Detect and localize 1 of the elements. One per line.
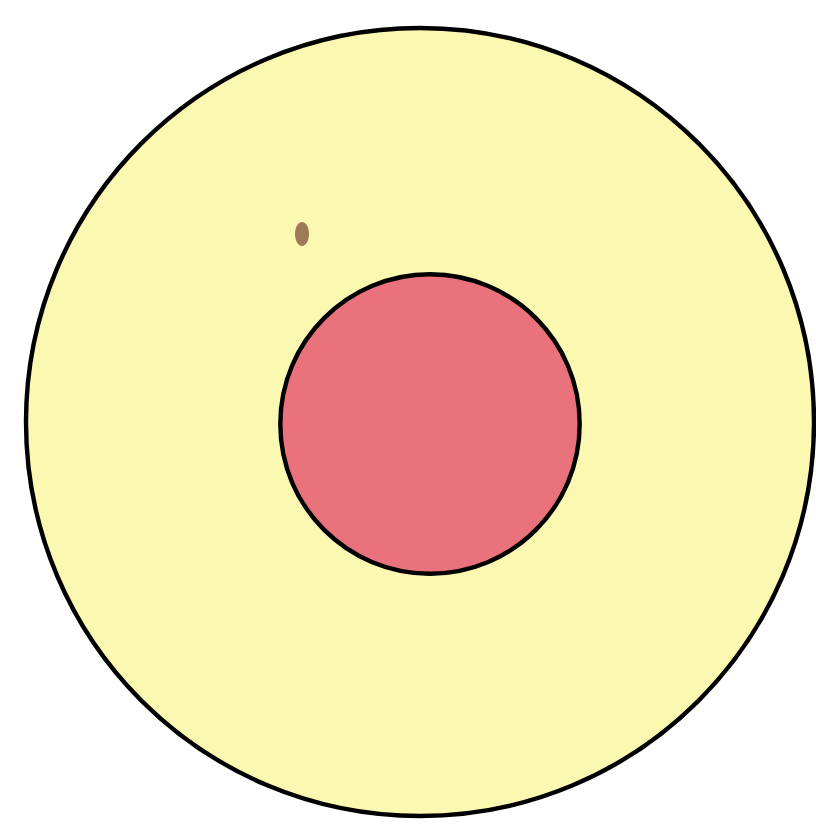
inner-disc — [278, 272, 582, 576]
